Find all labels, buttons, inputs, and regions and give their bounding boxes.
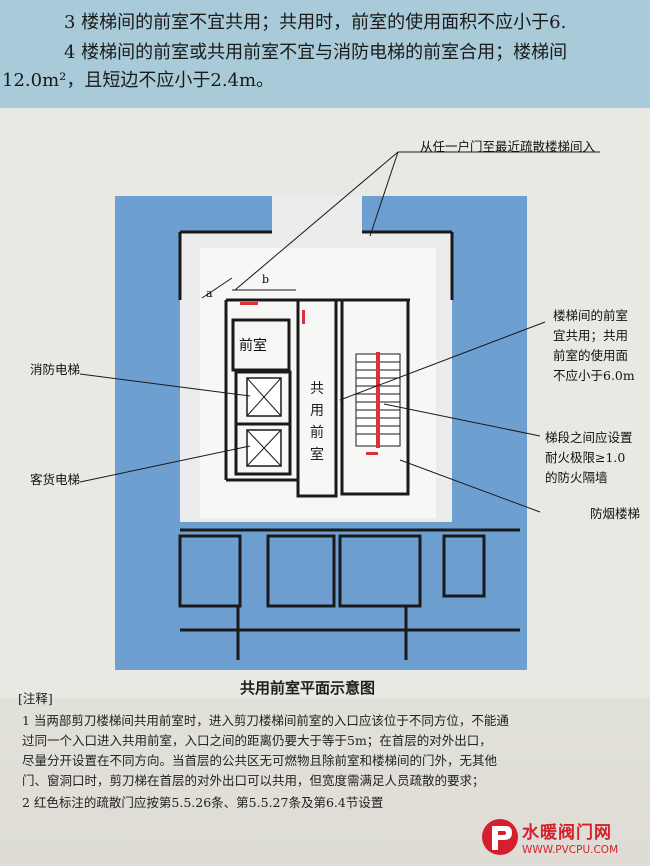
callout-right-2-line-3: 的防火隔墙 xyxy=(545,470,608,485)
label-fire-elevator: 消防电梯 xyxy=(30,362,81,377)
notes-line-1: 1 当两部剪刀楼梯间共用前室时，进入剪刀楼梯间前室的入口应该位于不同方位，不能通 xyxy=(22,713,509,728)
notes-line-3: 尽量分开设置在不同方向。当首层的公共区无可燃物且除前室和楼梯间的门外，无其他 xyxy=(22,753,498,768)
dim-a-label: a xyxy=(206,287,213,300)
callout-right-1-line-1: 楼梯间的前室 xyxy=(553,308,629,323)
shared-front-room-label: 共 用 前 室 xyxy=(310,378,328,466)
figure-caption: 共用前室平面示意图 xyxy=(240,679,376,697)
callout-right-1: 楼梯间的前室 宜共用；共用 前室的使用面 不应小于6.0m xyxy=(553,306,635,386)
callout-right-3: 防烟楼梯 xyxy=(590,506,641,521)
shared-char-2: 用 xyxy=(310,403,324,419)
notes-line-2: 过同一个入口进入共用前室，入口之间的距离仍要大于等于5m；在首层的对外出口， xyxy=(22,733,492,748)
callout-right-2-line-1: 梯段之间应设置 xyxy=(545,430,633,445)
shared-char-1: 共 xyxy=(310,381,324,397)
notes-line-4: 门、窗洞口时，剪刀梯在首层的对外出口可以共用，但宽度需满足人员疏散的要求； xyxy=(22,773,485,788)
text-line-3: 12.0m²，且短边不应小于2.4m。 xyxy=(2,70,275,91)
watermark-url: WWW.PVCPU.COM xyxy=(522,844,619,856)
callout-right-2: 梯段之间应设置 耐火极限≥1.0 的防火隔墙 xyxy=(545,428,633,488)
watermark-title: 水暖阀门网 xyxy=(522,823,612,843)
notes-line-5: 2 红色标注的疏散门应按第5.5.26条、第5.5.27条及第6.4节设置 xyxy=(22,795,384,810)
dim-b-label: b xyxy=(262,273,269,286)
shared-char-4: 室 xyxy=(310,447,324,463)
callout-top: 从任一户门至最近疏散楼梯间入 xyxy=(420,139,596,154)
text-line-1: 3 楼梯间的前室不宜共用；共用时，前室的使用面积不应小于6. xyxy=(64,12,567,33)
notes-heading: [注释] xyxy=(18,691,53,706)
watermark: 水暖阀门网 WWW.PVCPU.COM xyxy=(480,808,650,866)
callout-right-1-line-2: 宜共用；共用 xyxy=(553,328,629,343)
top-text-block: 3 楼梯间的前室不宜共用；共用时，前室的使用面积不应小于6. 4 楼梯间的前室或… xyxy=(0,0,650,108)
fire-partition xyxy=(376,352,380,448)
front-room-label: 前室 xyxy=(239,338,267,354)
callout-right-2-line-2: 耐火极限≥1.0 xyxy=(545,450,626,465)
shared-char-3: 前 xyxy=(310,425,324,441)
watermark-logo-icon xyxy=(482,819,518,855)
text-line-2: 4 楼梯间的前室或共用前室不宜与消防电梯的前室合用；楼梯间 xyxy=(64,42,568,63)
label-freight-elevator: 客货电梯 xyxy=(30,472,81,487)
callout-right-1-line-4: 不应小于6.0m xyxy=(553,368,635,383)
callout-right-1-line-3: 前室的使用面 xyxy=(553,348,629,363)
front-room-wall xyxy=(231,318,291,372)
